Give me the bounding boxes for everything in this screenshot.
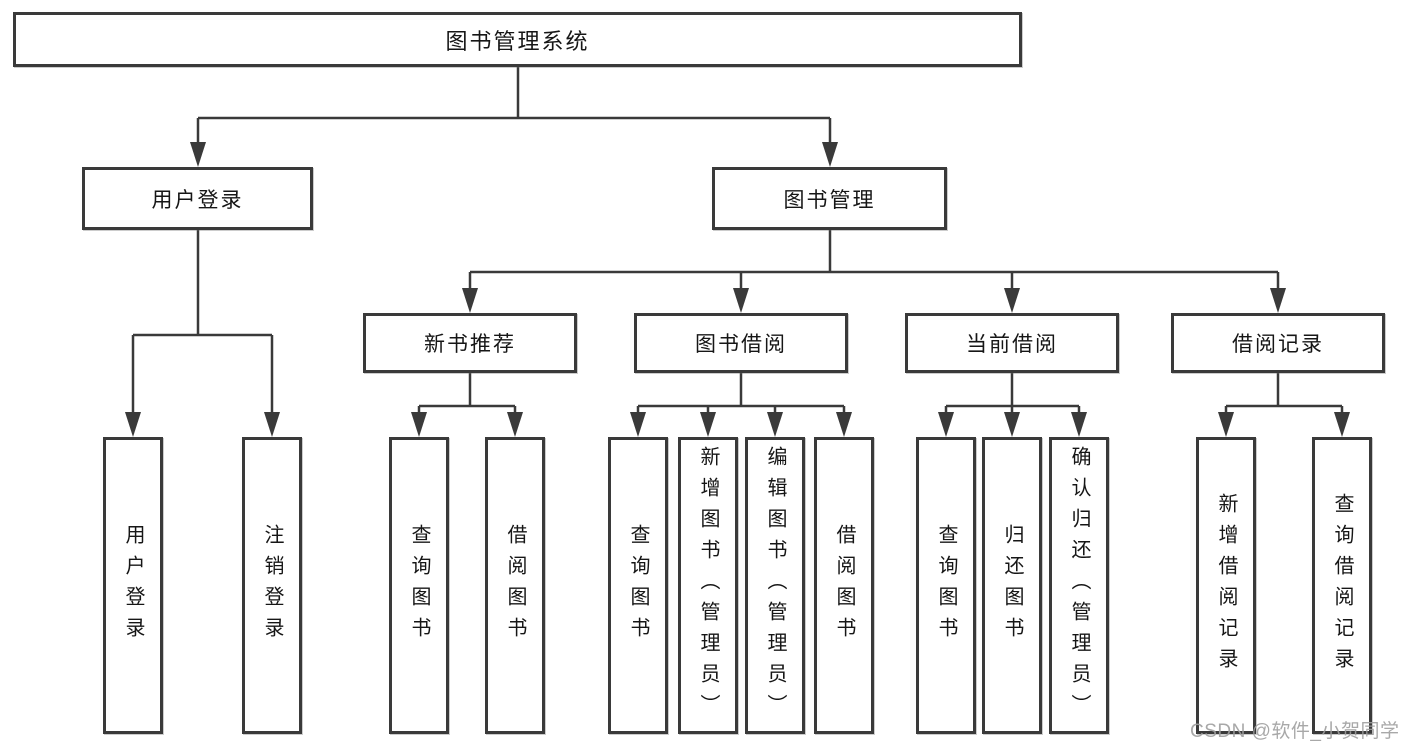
connector-newbook-to-leaves (417, 373, 517, 418)
leaf-bb-query-books: 查询图书 (608, 437, 668, 734)
leaf-nbr-borrow-books-label: 借阅图书 (504, 523, 526, 648)
node-book-management: 图书管理 (712, 167, 947, 230)
node-new-book-recommend-label: 新书推荐 (424, 333, 516, 356)
leaf-nbr-borrow-books: 借阅图书 (485, 437, 545, 734)
leaf-bb-borrow-books-label: 借阅图书 (833, 523, 855, 648)
leaf-cb-confirm-return-label: 确认归还（管理员） (1068, 446, 1090, 725)
connector-bookmgmt-to-level2 (468, 230, 1280, 294)
node-new-book-recommend: 新书推荐 (363, 313, 577, 373)
leaf-br-add-record-label: 新增借阅记录 (1215, 492, 1237, 679)
node-user-login-label: 用户登录 (151, 188, 244, 212)
node-user-login: 用户登录 (82, 167, 313, 230)
leaf-bb-query-books-label: 查询图书 (627, 523, 649, 648)
connector-currentborrow-to-leaves (944, 373, 1081, 418)
node-current-borrow-label: 当前借阅 (966, 333, 1058, 356)
leaf-logout: 注销登录 (242, 437, 302, 734)
connector-root-to-level1 (196, 67, 832, 148)
node-borrow-records-label: 借阅记录 (1232, 333, 1324, 356)
leaf-cb-confirm-return: 确认归还（管理员） (1049, 437, 1109, 734)
leaf-cb-query-books-label: 查询图书 (935, 523, 957, 648)
leaf-cb-return-books-label: 归还图书 (1001, 523, 1023, 648)
leaf-bb-add-books: 新增图书（管理员） (678, 437, 738, 734)
connector-borrowrecords-to-leaves (1224, 373, 1344, 418)
leaf-br-query-record: 查询借阅记录 (1312, 437, 1372, 734)
connector-userlogin-to-leaves (131, 230, 274, 418)
node-root-label: 图书管理系统 (445, 28, 590, 54)
leaf-br-add-record: 新增借阅记录 (1196, 437, 1256, 734)
leaf-bb-borrow-books: 借阅图书 (814, 437, 874, 734)
leaf-bb-edit-books: 编辑图书（管理员） (745, 437, 805, 734)
node-book-borrow-label: 图书借阅 (695, 333, 787, 356)
leaf-nbr-query-books-label: 查询图书 (408, 523, 430, 648)
leaf-bb-add-books-label: 新增图书（管理员） (697, 446, 719, 725)
node-book-borrow: 图书借阅 (634, 313, 848, 373)
leaf-br-query-record-label: 查询借阅记录 (1331, 492, 1353, 679)
leaf-cb-return-books: 归还图书 (982, 437, 1042, 734)
leaf-nbr-query-books: 查询图书 (389, 437, 449, 734)
connector-bookborrow-to-leaves (636, 373, 846, 418)
csdn-watermark: CSDN @软件_小贺同学 (1190, 721, 1400, 742)
arrowheads (125, 142, 1350, 437)
leaf-cb-query-books: 查询图书 (916, 437, 976, 734)
node-book-management-label: 图书管理 (783, 188, 876, 212)
leaf-logout-label: 注销登录 (261, 523, 283, 648)
node-root: 图书管理系统 (13, 12, 1022, 67)
node-borrow-records: 借阅记录 (1171, 313, 1385, 373)
leaf-bb-edit-books-label: 编辑图书（管理员） (764, 446, 786, 725)
leaf-user-login-label: 用户登录 (122, 523, 144, 648)
node-current-borrow: 当前借阅 (905, 313, 1119, 373)
leaf-user-login: 用户登录 (103, 437, 163, 734)
